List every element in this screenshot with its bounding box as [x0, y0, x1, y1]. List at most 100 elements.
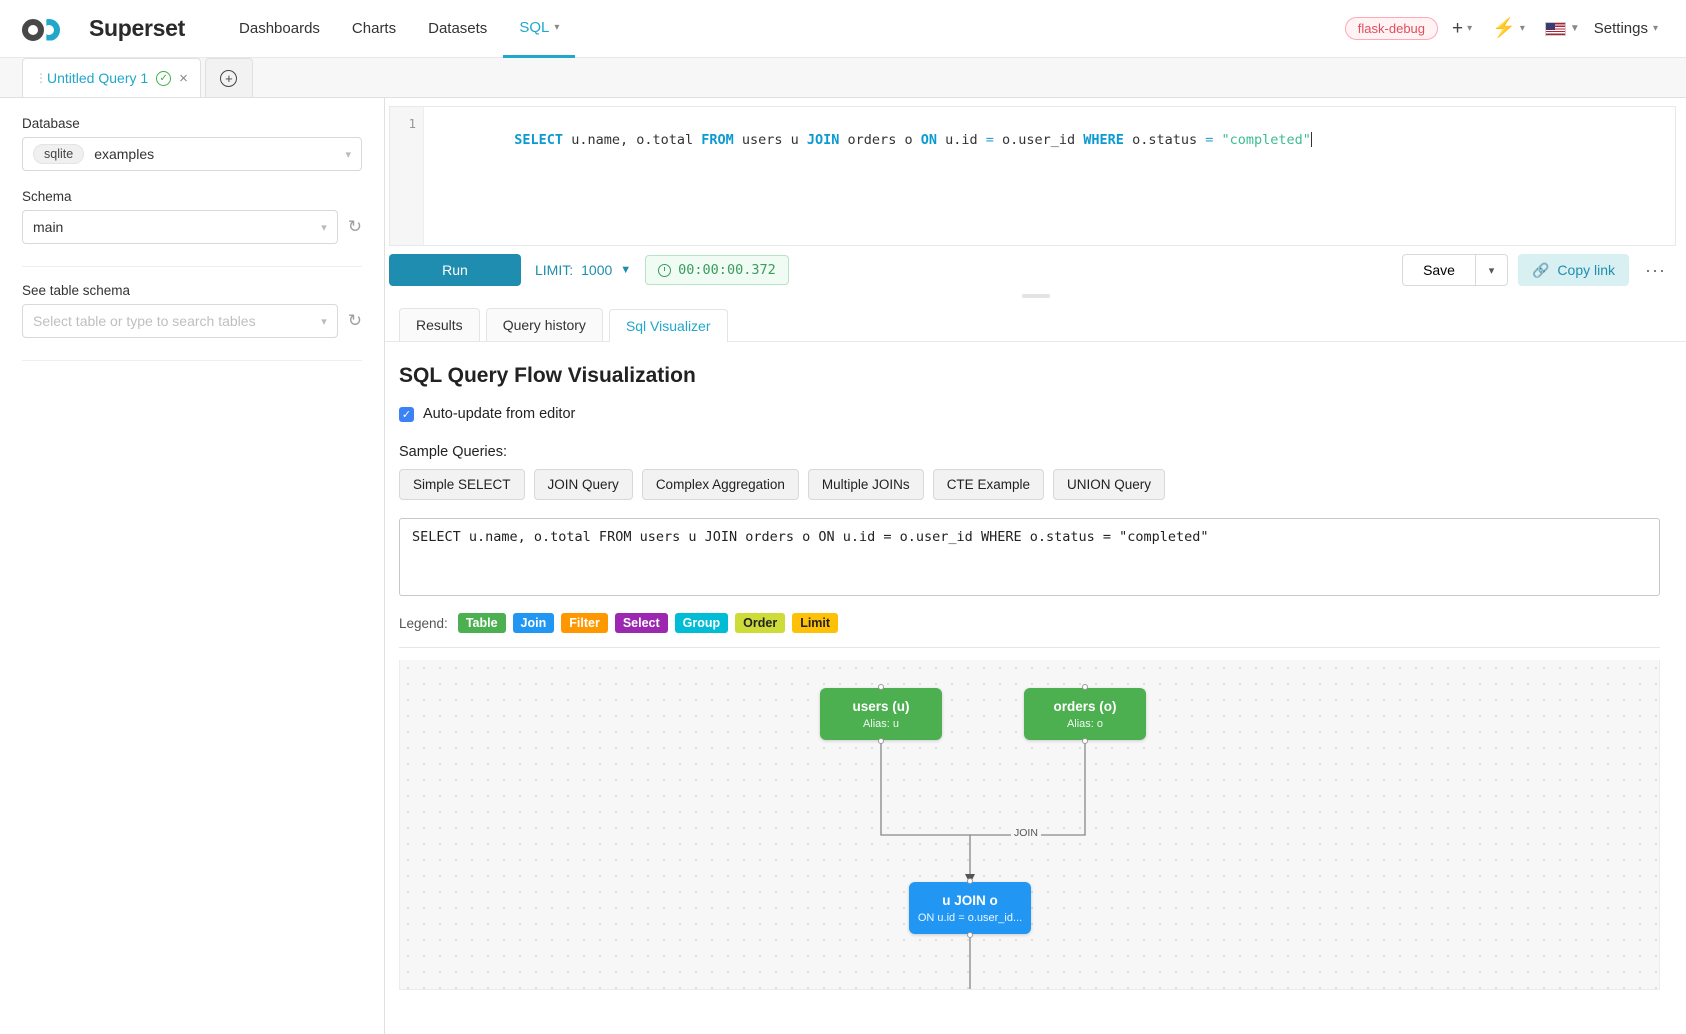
- nav-link-sql[interactable]: SQL ▾: [503, 0, 576, 58]
- nav-link-datasets[interactable]: Datasets: [412, 0, 503, 58]
- sql-visualizer-panel: SQL Query Flow Visualization ✓ Auto-upda…: [385, 342, 1686, 1034]
- sample-query-join-query[interactable]: JOIN Query: [533, 469, 633, 500]
- graph-node-users[interactable]: users (u) Alias: u: [820, 684, 942, 744]
- brand[interactable]: Superset: [22, 15, 185, 42]
- sample-query-complex-aggregation[interactable]: Complex Aggregation: [641, 469, 799, 500]
- left-divider: [22, 266, 362, 267]
- sql-token: users u: [733, 132, 807, 148]
- sample-query-simple-select[interactable]: Simple SELECT: [399, 469, 525, 500]
- nav-link-label: Datasets: [428, 20, 488, 37]
- right-panel: 1 SELECT u.name, o.total FROM users u JO…: [385, 98, 1686, 1034]
- database-select[interactable]: sqlite examples ▾: [22, 137, 362, 171]
- sql-token: u.id: [936, 132, 986, 148]
- node-port-bottom[interactable]: [1082, 738, 1088, 744]
- query-tab-untitled-query-1[interactable]: ⋮ Untitled Query 1 ✓ ×: [22, 58, 201, 97]
- panel-resize-handle[interactable]: [1021, 294, 1050, 298]
- table-select[interactable]: Select table or type to search tables ▾: [22, 304, 338, 338]
- language-picker[interactable]: ▼: [1539, 18, 1586, 40]
- clock-icon: [658, 263, 672, 277]
- tab-label: Sql Visualizer: [625, 318, 711, 334]
- chevron-down-icon: ▾: [1467, 23, 1473, 34]
- save-group: Save ▾: [1402, 254, 1508, 286]
- node-port-top[interactable]: [878, 684, 884, 690]
- chevron-down-icon: ▾: [321, 221, 327, 234]
- limit-dropdown[interactable]: LIMIT: 1000 ▼: [535, 262, 631, 278]
- sample-query-multiple-joins[interactable]: Multiple JOINs: [807, 469, 924, 500]
- nav-link-label: Dashboards: [239, 20, 320, 37]
- sql-token: "completed": [1221, 132, 1311, 148]
- sql-token: orders o: [839, 132, 921, 148]
- sql-token: [1213, 132, 1221, 148]
- page-title: SQL Query Flow Visualization: [399, 364, 696, 387]
- sample-query-cte-example[interactable]: CTE Example: [932, 469, 1044, 500]
- tab-sql-visualizer[interactable]: Sql Visualizer: [608, 309, 728, 342]
- nav-link-dashboards[interactable]: Dashboards: [223, 0, 336, 58]
- database-engine-pill: sqlite: [33, 144, 85, 164]
- superset-logo-icon: [22, 16, 80, 42]
- add-query-tab-button[interactable]: +: [204, 58, 253, 97]
- sql-token: FROM: [701, 132, 734, 148]
- node-title: u JOIN o: [942, 892, 998, 908]
- text-caret: [1310, 132, 1312, 147]
- sql-input-textarea[interactable]: [399, 518, 1660, 596]
- sql-token: SELECT: [514, 132, 564, 148]
- sql-token: u.name, o.total: [563, 132, 702, 148]
- check-circle-icon: ✓: [156, 70, 172, 86]
- more-options-icon[interactable]: ···: [1645, 259, 1666, 280]
- drag-dots-icon[interactable]: ⋮: [35, 71, 48, 85]
- database-value: examples: [94, 146, 155, 162]
- run-button[interactable]: Run: [389, 254, 521, 286]
- editor-toolbar: Run LIMIT: 1000 ▼ 00:00:00.372 Save ▾ 🔗: [385, 246, 1686, 294]
- link-icon: 🔗: [1531, 261, 1550, 278]
- query-timer: 00:00:00.372: [645, 255, 789, 285]
- schema-select[interactable]: main ▾: [22, 210, 338, 244]
- tab-query-history[interactable]: Query history: [485, 308, 603, 341]
- caret-down-icon: ▼: [620, 264, 632, 276]
- node-subtitle: Alias: o: [1066, 717, 1104, 730]
- sample-queries-label: Sample Queries:: [399, 444, 507, 460]
- nav-link-label: Charts: [351, 20, 397, 37]
- editor-code[interactable]: SELECT u.name, o.total FROM users u JOIN…: [424, 107, 1312, 245]
- node-port-top[interactable]: [1082, 684, 1088, 690]
- new-item-button[interactable]: + ▾: [1446, 15, 1478, 42]
- query-tab-label: Untitled Query 1: [47, 70, 149, 86]
- legend-item-filter: Filter: [561, 613, 608, 633]
- close-icon[interactable]: ×: [179, 69, 188, 87]
- refresh-schema-icon[interactable]: ↻: [347, 217, 362, 236]
- limit-label: LIMIT:: [535, 262, 574, 278]
- tab-results[interactable]: Results: [399, 308, 480, 341]
- left-divider-2: [22, 360, 362, 361]
- sample-query-union-query[interactable]: UNION Query: [1052, 469, 1165, 500]
- sql-editor[interactable]: 1 SELECT u.name, o.total FROM users u JO…: [389, 106, 1676, 246]
- chevron-down-icon: ▾: [1519, 23, 1525, 34]
- nav-link-charts[interactable]: Charts: [336, 0, 412, 58]
- legend-item-join: Join: [512, 613, 555, 633]
- node-port-bottom[interactable]: [967, 932, 973, 938]
- node-port-top[interactable]: [967, 878, 973, 884]
- legend-item-select: Select: [614, 613, 668, 633]
- legend-label: Legend:: [399, 615, 448, 631]
- schema-row: main ▾ ↻: [22, 210, 362, 244]
- bolt-icon: ⚡: [1492, 18, 1516, 39]
- line-number: 1: [408, 116, 416, 131]
- settings-menu[interactable]: Settings ▾: [1594, 20, 1664, 37]
- schema-value: main: [33, 219, 64, 235]
- node-port-bottom[interactable]: [878, 738, 884, 744]
- refresh-tables-icon[interactable]: ↻: [347, 311, 362, 330]
- node-subtitle: Alias: u: [862, 717, 900, 730]
- graph-node-orders[interactable]: orders (o)Alias: o: [1024, 684, 1146, 744]
- auto-update-checkbox[interactable]: ✓: [399, 406, 414, 422]
- node-title: users (u): [852, 698, 910, 714]
- save-button[interactable]: Save: [1402, 254, 1476, 286]
- tab-label: Query history: [502, 317, 586, 333]
- query-tab-strip: ⋮ Untitled Query 1 ✓ × +: [0, 58, 1686, 98]
- save-dropdown-button[interactable]: ▾: [1475, 254, 1508, 286]
- plus-icon: +: [1452, 18, 1464, 39]
- copy-link-button[interactable]: 🔗 Copy link: [1517, 254, 1630, 286]
- bolt-menu-button[interactable]: ⚡ ▾: [1486, 15, 1531, 42]
- nav-links: Dashboards Charts Datasets SQL ▾: [223, 0, 576, 58]
